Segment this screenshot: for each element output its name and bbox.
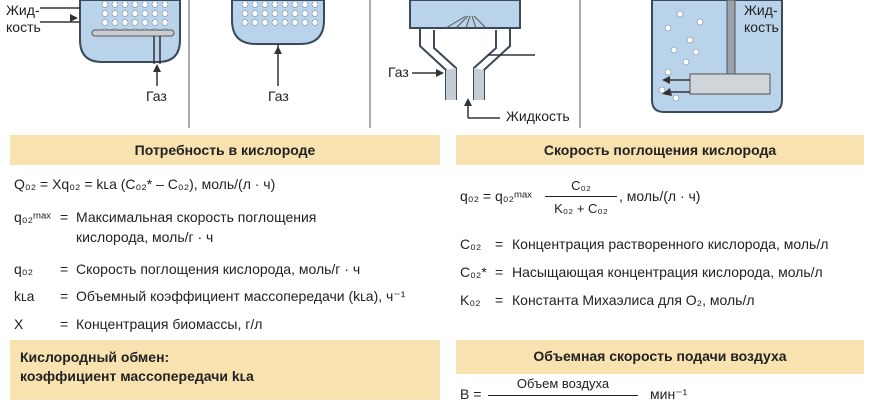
gas-label-1: Газ [146,88,167,104]
q-eq: = [60,261,69,277]
uptake-fraction-bar [545,196,617,197]
oxygen-exchange-title-1: Кислородный обмен: [20,349,170,365]
q-symbol: q₀₂ [14,261,34,277]
csat-eq: = [495,264,504,280]
air-feed-title: Объемная скорость подачи воздуха [533,348,787,364]
csat-text: Насыщающая концентрация кислорода, моль/… [512,264,823,280]
air-fraction-bar [488,395,638,396]
k-eq: = [495,292,504,308]
oxygen-exchange-band: Кислородный обмен: коэффициент массопере… [10,340,440,400]
demand-formula: Q₀₂ = Xq₀₂ = kʟa (C₀₂* – C₀₂), моль/(л ·… [14,176,276,192]
oxygen-demand-band: Потребность в кислороде [10,135,440,165]
qmax-symbol: q₀₂ᵐᵃˣ [14,209,51,225]
reactor-diagram [40,0,783,128]
kla-text: Объемный коэффициент массопередачи (kʟa)… [76,288,406,304]
air-unit: мин⁻¹ [650,386,688,402]
liquid-label-mid: Жидкость [506,108,570,124]
air-numerator: Объем воздуха [516,376,610,391]
k-text: Константа Михаэлиса для O₂, моль/л [512,292,755,308]
airlift-vessel [231,0,325,86]
nozzle-reactor [409,0,535,119]
q-text: Скорость поглощения кислорода, моль/г · … [76,261,361,277]
uptake-denominator: K₀₂ + C₀₂ [554,201,608,216]
uptake-unit: , моль/(л · ч) [619,188,701,204]
x-eq: = [60,316,69,332]
qmax-eq: = [60,209,69,225]
liquid-label-right: Жид- кость [744,2,779,35]
uptake-rate-band: Скорость поглощения кислорода [456,135,864,165]
uptake-formula-left: q₀₂ = q₀₂ᵐᵃˣ [460,188,532,204]
uptake-rate-title: Скорость поглощения кислорода [543,142,777,158]
gas-label-3: Газ [388,64,409,80]
c-eq: = [495,236,504,252]
x-text: Концентрация биомассы, г/л [76,316,263,332]
bubble-column-vessel [40,0,181,86]
k-symbol: K₀₂ [460,292,481,308]
liquid-label-left: Жид- кость [6,2,41,35]
kla-eq: = [60,288,69,304]
c-text: Концентрация растворенного кислорода, мо… [512,236,829,252]
uptake-numerator: C₀₂ [571,178,591,193]
kla-symbol: kʟa [14,288,35,304]
qmax-text: Максимальная скорость поглощения [76,209,317,225]
oxygen-demand-title: Потребность в кислороде [134,142,316,158]
oxygen-exchange-title-2: коэффициент массопередачи kʟa [20,368,254,384]
csat-symbol: C₀₂* [460,264,487,280]
qmax-text-2: кислорода, моль/г · ч [76,229,214,245]
air-feed-band: Объемная скорость подачи воздуха [456,340,864,374]
c-symbol: C₀₂ [460,236,482,252]
air-formula-left: B = [460,386,482,402]
gas-label-2: Газ [268,88,289,104]
stirred-tank-vessel [651,0,783,113]
x-symbol: X [14,316,24,332]
